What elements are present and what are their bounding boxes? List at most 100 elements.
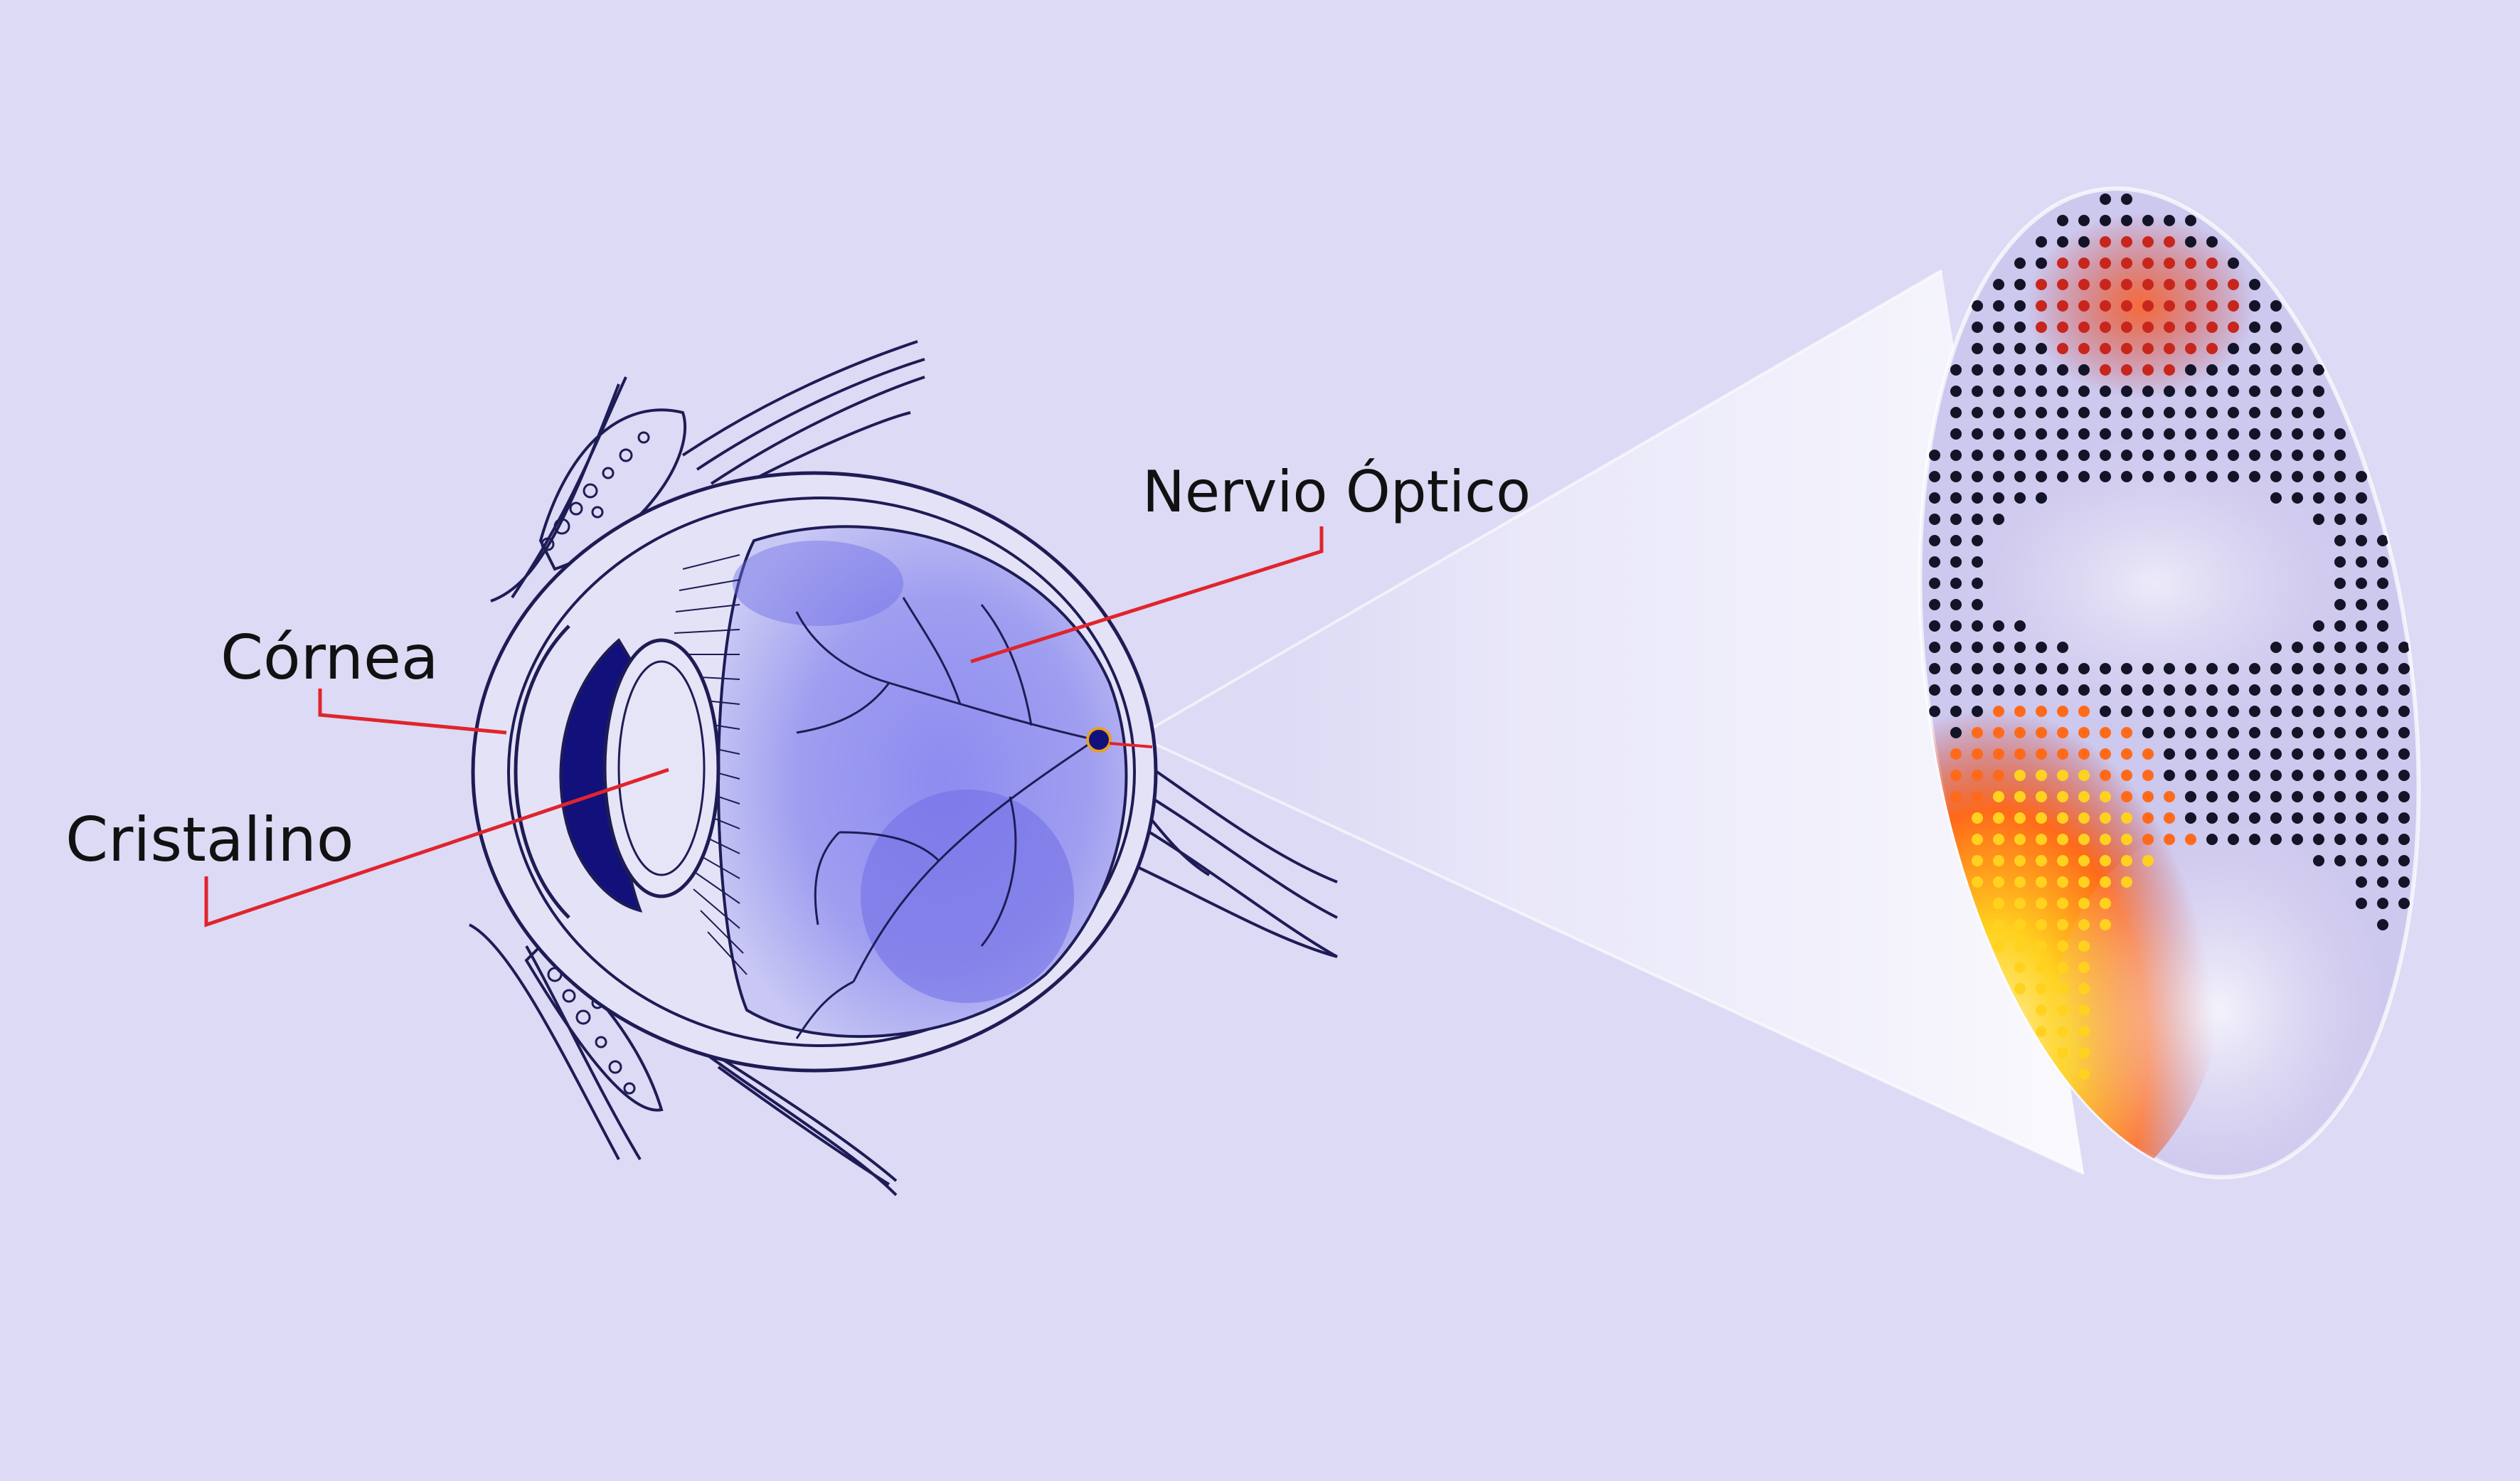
grid-dot xyxy=(2078,1047,2090,1058)
grid-dot xyxy=(2249,364,2260,376)
grid-dot xyxy=(2292,812,2303,824)
grid-dot xyxy=(2078,471,2090,482)
upper-gland-dots xyxy=(541,431,650,551)
grid-dot xyxy=(2164,386,2175,397)
grid-dot xyxy=(1972,300,1983,312)
grid-dot xyxy=(2206,407,2218,418)
grid-dot xyxy=(1929,642,1940,653)
grid-dot xyxy=(1929,514,1940,525)
grid-dot xyxy=(2398,684,2410,696)
grid-dot xyxy=(2377,578,2388,589)
lens xyxy=(602,638,721,898)
leader-line-nervio xyxy=(970,526,1324,664)
grid-dot xyxy=(2334,642,2346,653)
grid-dot xyxy=(2078,962,2090,973)
grid-dot xyxy=(2356,855,2367,866)
grid-dot xyxy=(2142,471,2154,482)
grid-dot xyxy=(2377,770,2388,781)
grid-dot xyxy=(1950,663,1962,674)
grid-dot xyxy=(2313,620,2324,632)
grid-dot xyxy=(1993,727,2004,738)
grid-dot xyxy=(2036,855,2047,866)
grid-dot xyxy=(2121,791,2132,802)
grid-dot xyxy=(1972,364,1983,376)
grid-dot xyxy=(2036,279,2047,290)
grid-dot xyxy=(2164,471,2175,482)
grid-dot xyxy=(2206,812,2218,824)
grid-dot xyxy=(2036,812,2047,824)
grid-dot xyxy=(2100,386,2111,397)
grid-dot xyxy=(2270,343,2282,354)
grid-dot xyxy=(2014,407,2026,418)
grid-dot xyxy=(1993,407,2004,418)
grid-dot xyxy=(2270,834,2282,845)
grid-dot xyxy=(2036,236,2047,248)
grid-dot xyxy=(1950,706,1962,717)
grid-dot xyxy=(1972,876,1983,888)
grid-dot xyxy=(2206,706,2218,717)
grid-dot xyxy=(2249,471,2260,482)
grid-dot xyxy=(2014,706,2026,717)
grid-dot xyxy=(2185,300,2196,312)
grid-dot xyxy=(2100,428,2111,440)
grid-dot xyxy=(1950,364,1962,376)
grid-dot xyxy=(2100,898,2111,909)
grid-dot xyxy=(2036,300,2047,312)
grid-dot xyxy=(2334,578,2346,589)
grid-dot xyxy=(1950,386,1962,397)
grid-dot xyxy=(1950,450,1962,461)
vision-beam-edge xyxy=(1137,269,1943,738)
grid-dot xyxy=(2142,706,2154,717)
grid-dot xyxy=(2121,450,2132,461)
grid-dot xyxy=(1972,556,1983,568)
grid-dot xyxy=(2228,812,2239,824)
grid-dot xyxy=(2334,684,2346,696)
grid-dot xyxy=(2270,364,2282,376)
lower-eyelid xyxy=(469,923,898,1196)
grid-dot xyxy=(2014,876,2026,888)
grid-dot xyxy=(2249,770,2260,781)
grid-dot xyxy=(2377,791,2388,802)
grid-dot xyxy=(1972,855,1983,866)
grid-dot xyxy=(2185,812,2196,824)
grid-dot xyxy=(2100,215,2111,226)
grid-dot xyxy=(2014,940,2026,952)
grid-dot xyxy=(1972,450,1983,461)
grid-dot xyxy=(2014,770,2026,781)
grid-dot xyxy=(2057,876,2068,888)
grid-dot xyxy=(2057,471,2068,482)
grid-dot xyxy=(2185,791,2196,802)
grid-dot xyxy=(2036,492,2047,504)
grid-dot xyxy=(1950,620,1962,632)
grid-dot xyxy=(2292,364,2303,376)
grid-dot xyxy=(2185,770,2196,781)
grid-dot xyxy=(2014,322,2026,333)
grid-dot xyxy=(2014,919,2026,930)
grid-dot xyxy=(1950,407,1962,418)
grid-dot xyxy=(2142,215,2154,226)
grid-dot xyxy=(2164,322,2175,333)
grid-dot xyxy=(1972,578,1983,589)
grid-dot xyxy=(2121,706,2132,717)
grid-dot xyxy=(2334,428,2346,440)
grid-dot xyxy=(1950,428,1962,440)
grid-dot xyxy=(1993,940,2004,952)
grid-dot xyxy=(2100,834,2111,845)
grid-dot xyxy=(2014,663,2026,674)
grid-dot xyxy=(2377,898,2388,909)
grid-dot xyxy=(2249,706,2260,717)
grid-dot xyxy=(2078,215,2090,226)
grid-dot xyxy=(2228,834,2239,845)
grid-dot xyxy=(2014,684,2026,696)
grid-dot xyxy=(2356,578,2367,589)
upper-eyelid xyxy=(490,340,925,603)
grid-dot xyxy=(2057,300,2068,312)
grid-dot xyxy=(2313,791,2324,802)
grid-dot xyxy=(2121,215,2132,226)
grid-dot xyxy=(1972,706,1983,717)
grid-dot xyxy=(1929,450,1940,461)
grid-dot xyxy=(2121,471,2132,482)
grid-dot xyxy=(2228,258,2239,269)
grid-dot xyxy=(2228,706,2239,717)
